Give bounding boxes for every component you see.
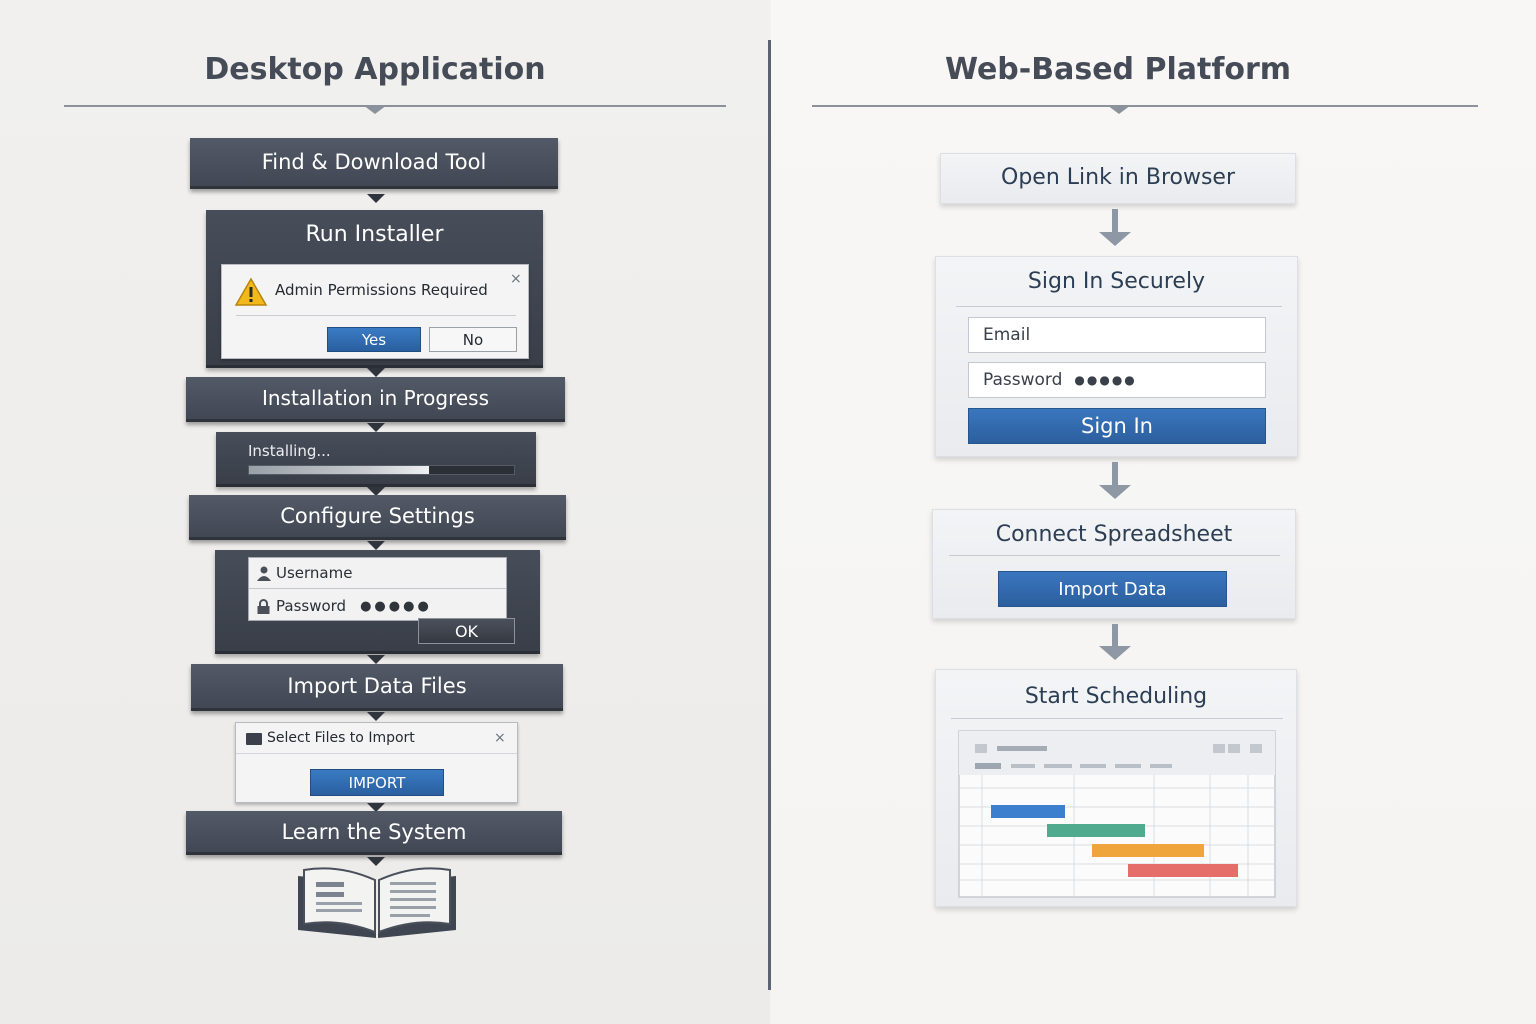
password-mask: ●●●●● [360,598,432,614]
gantt-bar-red [1128,864,1238,877]
open-link-title: Open Link in Browser [1001,165,1235,190]
gantt-tab-4 [1080,764,1106,768]
web-arrow-1 [1099,232,1131,246]
gantt-header-tool-1 [1213,744,1225,753]
connect-rule [949,555,1280,556]
step-installation-progress: Installation in Progress [186,377,565,422]
sign-in-button[interactable]: Sign In [968,408,1266,444]
gantt-tab-2 [1011,764,1035,768]
admin-permissions-dialog: Admin Permissions Required × Yes No [221,264,529,359]
window-icon [246,733,262,745]
desktop-arrow-2 [367,368,385,377]
gantt-bar-green [1047,824,1145,837]
password-input[interactable]: Password ●●●●● [968,362,1266,398]
yes-button[interactable]: Yes [327,327,421,352]
import-button[interactable]: IMPORT [310,769,444,796]
web-arrow-1-stem [1112,209,1118,234]
no-button[interactable]: No [429,327,517,352]
user-icon [257,566,271,581]
web-arrow-2 [1099,485,1131,499]
ok-button[interactable]: OK [418,618,515,644]
password-label: Password [276,597,347,615]
step-run-installer-label: Run Installer [305,221,444,247]
gantt-header-block [975,744,987,753]
installing-panel: Installing... [216,432,536,487]
warning-icon [234,277,268,306]
install-progress-track [248,465,515,475]
step-import-data-files: Import Data Files [191,664,563,711]
admin-dialog-close-icon[interactable]: × [510,271,522,287]
start-scheduling-title: Start Scheduling [1024,684,1208,709]
web-arrow-3-stem [1112,624,1118,648]
desktop-heading-rule [64,105,726,107]
step-configure-settings-label: Configure Settings [280,504,475,528]
installing-label: Installing... [248,442,331,460]
username-label: Username [276,564,353,582]
desktop-arrow-1 [367,194,385,203]
desktop-arrow-4 [367,487,385,496]
gantt-bar-blue [991,805,1065,818]
schedule-gantt-preview [958,730,1276,898]
admin-dialog-separator [236,315,516,316]
desktop-arrow-9 [367,857,385,866]
gantt-header-tool-3 [1250,744,1262,753]
desktop-arrow-3 [367,423,385,432]
desktop-heading: Desktop Application [204,52,546,87]
gantt-header-title [997,746,1047,751]
scheduling-rule [951,718,1283,719]
step-learn-system: Learn the System [186,811,562,855]
web-heading: Web-Based Platform [944,52,1292,87]
web-heading-notch [1107,105,1131,114]
select-files-separator [236,753,517,754]
step-run-installer: Run Installer [206,210,543,258]
step-find-download: Find & Download Tool [190,138,558,189]
start-scheduling-card: Start Scheduling [935,669,1297,907]
web-password-label: Password [983,370,1063,390]
gantt-tab-6 [1150,764,1172,768]
step-learn-system-label: Learn the System [281,819,467,844]
install-progress-fill [249,466,430,474]
settings-panel: Username Password ●●●●● OK [215,550,540,654]
password-field[interactable]: Password ●●●●● [249,591,506,621]
sign-in-rule [956,306,1282,307]
open-link-card: Open Link in Browser [940,153,1296,204]
gantt-tab-1 [975,763,1001,769]
gantt-header-tool-2 [1228,744,1240,753]
settings-form: Username Password ●●●●● [248,557,507,621]
sign-in-title: Sign In Securely [1027,269,1206,294]
select-files-title: Select Files to Import [267,730,415,746]
select-files-close-icon[interactable]: × [494,730,506,746]
email-placeholder: Email [983,325,1031,345]
connect-spreadsheet-card: Connect Spreadsheet Import Data [932,509,1296,619]
center-divider [768,40,771,990]
sign-in-card: Sign In Securely Email Password ●●●●● Si… [935,256,1298,457]
web-heading-rule [812,105,1478,107]
step-import-data-files-label: Import Data Files [287,674,467,698]
username-field[interactable]: Username [249,558,506,589]
open-book-icon [298,867,456,938]
desktop-heading-notch [363,105,387,114]
web-password-mask: ●●●●● [1074,373,1137,387]
import-data-button[interactable]: Import Data [998,571,1227,607]
step-installation-progress-label: Installation in Progress [261,386,490,410]
lock-icon [257,598,270,614]
select-files-dialog: Select Files to Import × IMPORT [235,722,518,803]
step-find-download-label: Find & Download Tool [261,150,487,174]
gantt-tab-3 [1044,764,1072,768]
gantt-tab-5 [1115,764,1141,768]
desktop-arrow-8 [367,803,385,812]
connect-spreadsheet-title: Connect Spreadsheet [995,522,1233,547]
desktop-arrow-5 [367,541,385,550]
gantt-bar-orange [1092,844,1204,857]
desktop-arrow-7 [367,712,385,721]
web-arrow-2-stem [1112,462,1118,487]
step-configure-settings: Configure Settings [189,495,566,540]
web-arrow-3 [1099,646,1131,660]
desktop-arrow-6 [367,655,385,664]
admin-dialog-message: Admin Permissions Required [275,281,488,299]
email-input[interactable]: Email [968,317,1266,353]
